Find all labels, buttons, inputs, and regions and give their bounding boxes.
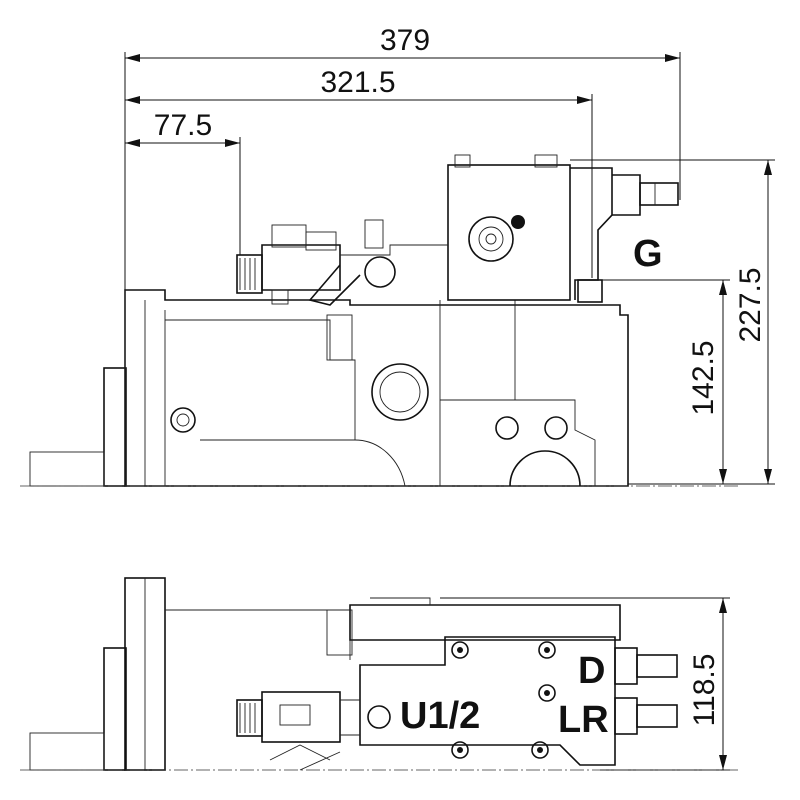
dim-321-5-label: 321.5 xyxy=(320,66,395,99)
port-u12-label: U1/2 xyxy=(400,695,480,737)
dimension-port-height: 142.5 xyxy=(598,279,730,484)
dim-77-5-label: 77.5 xyxy=(154,109,212,142)
dimension-gauge-port-distance: 321.5 xyxy=(125,66,593,278)
dim-142-5-label: 142.5 xyxy=(687,340,720,415)
dim-227-5-label: 227.5 xyxy=(734,267,767,342)
port-lr-label: LR xyxy=(558,699,609,741)
side-view-drawing xyxy=(20,154,740,487)
port-d-label: D xyxy=(578,650,605,692)
dim-379-label: 379 xyxy=(380,24,430,57)
dim-118-5-label: 118.5 xyxy=(688,654,721,727)
dimension-total-height: 227.5 xyxy=(570,159,775,485)
dimension-solenoid-distance: 77.5 xyxy=(125,109,241,255)
dimension-overall-length: 379 xyxy=(124,24,681,290)
port-g-label: G xyxy=(633,233,663,275)
top-view-drawing xyxy=(20,577,740,771)
